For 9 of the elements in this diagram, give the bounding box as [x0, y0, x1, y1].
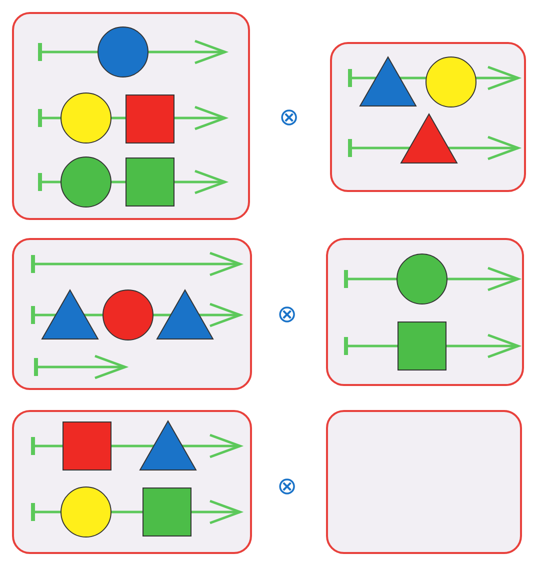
panel-box [12, 238, 252, 390]
operator-symbol: ⊗ [277, 474, 298, 498]
operator-symbol: ⊗ [279, 105, 300, 129]
panel-box [12, 410, 252, 554]
panel-box [326, 238, 524, 386]
panel-box [330, 42, 526, 192]
operator-symbol: ⊗ [277, 302, 298, 326]
panel-box [326, 410, 522, 554]
panel-box [12, 12, 250, 220]
